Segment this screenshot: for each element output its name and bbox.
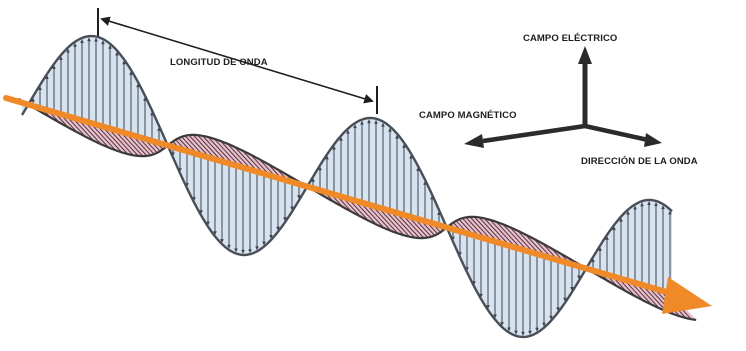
electric-wave [22,36,672,337]
magnetic-field-label: CAMPO MAGNÉTICO [419,110,517,121]
direction-arrow-head [662,277,712,314]
wave-direction-label: DIRECCIÓN DE LA ONDA [581,155,698,167]
electric-wave-fill [22,36,672,337]
direction-axis-arrowhead [644,133,662,147]
direction-axis [585,126,648,140]
wavelength-label: LONGITUD DE ONDA [170,57,268,68]
field-axes: CAMPO ELÉCTRICO CAMPO MAGNÉTICO DIRECCIÓ… [419,33,698,167]
electric-field-label: CAMPO ELÉCTRICO [523,33,617,44]
magnetic-axis [483,126,585,141]
magnetic-axis-arrowhead [464,134,484,148]
electric-axis-arrowhead [578,46,592,64]
